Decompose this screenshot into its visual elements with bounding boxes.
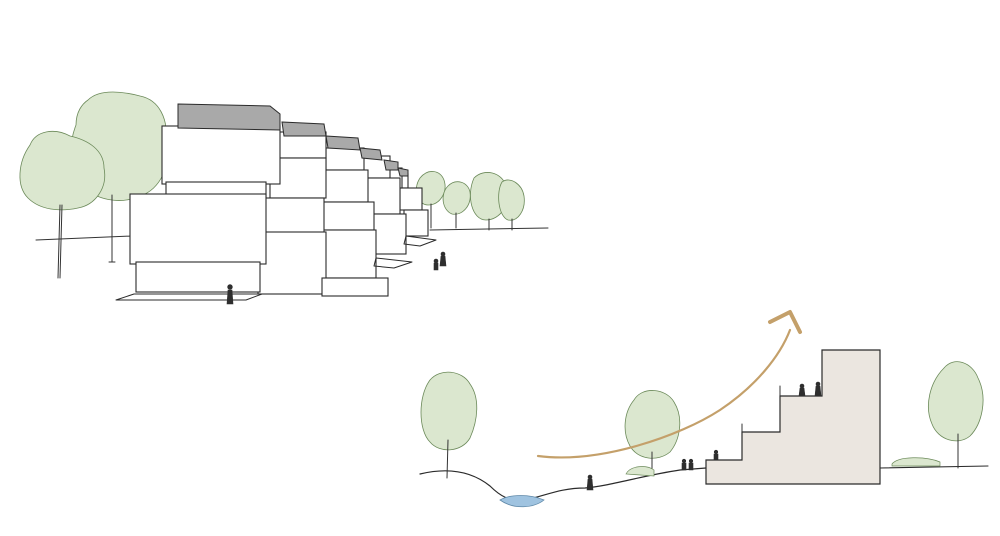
person-icon: [586, 474, 594, 491]
water-icon: [499, 495, 545, 508]
person-icon: [433, 258, 439, 271]
person-icon: [688, 458, 694, 471]
tree-icon: [442, 181, 471, 229]
tree-icon: [498, 179, 525, 231]
tree-icon: [624, 390, 681, 475]
section-view: [419, 310, 989, 508]
section-building: [705, 349, 881, 485]
person-icon: [814, 381, 822, 397]
tree-icon: [19, 130, 106, 279]
person-icon: [713, 449, 719, 461]
person-icon: [798, 383, 806, 397]
person-icon: [681, 458, 687, 471]
arrow-icon: [536, 310, 802, 459]
tree-icon: [420, 371, 478, 479]
person-icon: [439, 251, 447, 267]
roof: [177, 103, 409, 177]
building-block: [129, 125, 429, 297]
tree-icon: [928, 361, 984, 469]
person-icon: [226, 284, 234, 305]
perspective-view: [19, 91, 549, 305]
